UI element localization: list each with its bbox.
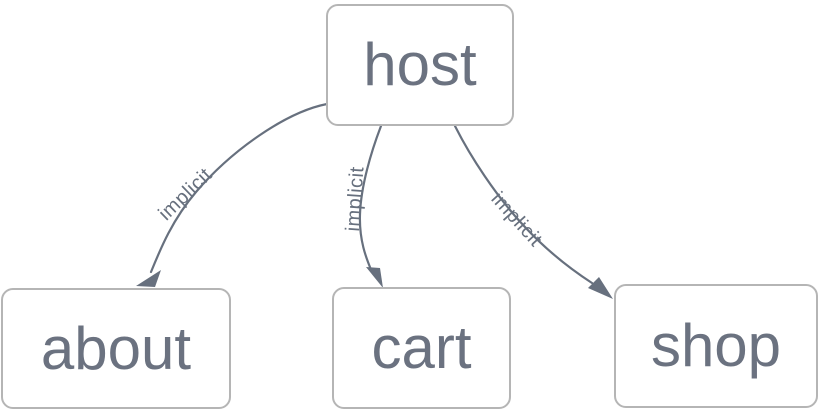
node-host-label: host	[363, 31, 477, 98]
node-host[interactable]: host	[326, 4, 514, 126]
edge-host-shop-arrowhead	[588, 277, 613, 299]
edge-host-about[interactable]: implicit	[136, 102, 329, 287]
edge-host-shop-path	[453, 124, 594, 285]
node-cart-label: cart	[371, 314, 472, 381]
edge-host-cart[interactable]: implicit	[342, 124, 383, 288]
node-about-label: about	[40, 314, 192, 382]
edge-host-cart-label: implicit	[342, 166, 368, 233]
edge-host-cart-path	[358, 124, 383, 274]
node-shop[interactable]: shop	[614, 284, 818, 408]
node-shop-label: shop	[650, 312, 782, 379]
edge-host-about-path	[149, 102, 329, 274]
node-cart[interactable]: cart	[332, 287, 511, 409]
edge-host-about-arrowhead	[136, 270, 161, 287]
edge-host-about-label: implicit	[154, 164, 216, 225]
edge-host-shop[interactable]: implicit	[453, 124, 613, 299]
edge-host-shop-label: implicit	[487, 188, 547, 251]
edge-host-cart-arrowhead	[366, 267, 383, 288]
node-about[interactable]: about	[1, 288, 231, 409]
